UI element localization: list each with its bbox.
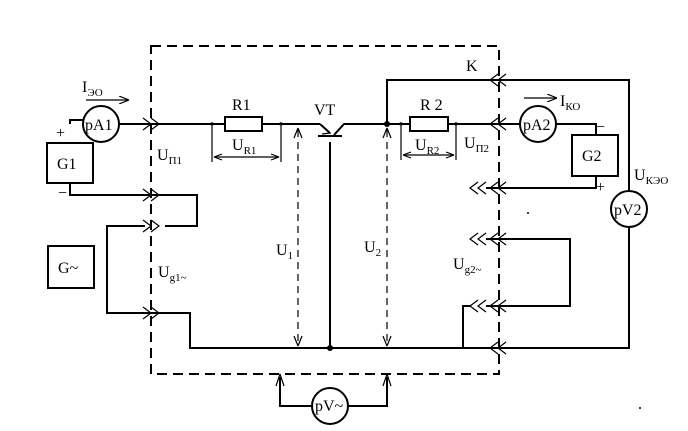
device-enclosure (150, 45, 500, 375)
right-connectors (469, 73, 507, 355)
ammeter-pa2 (519, 105, 557, 143)
r2-label: R 2 (420, 97, 443, 114)
right-wiring (462, 79, 630, 349)
voltmeter-pv-ac (311, 387, 349, 425)
transistor-vt (318, 123, 387, 137)
resistor-r1 (224, 116, 263, 132)
k-label: K (466, 58, 478, 75)
ammeter-pa1 (82, 105, 120, 143)
r1-label: R1 (232, 97, 251, 114)
u-g1-label: Ug1~ (158, 264, 187, 284)
u-r1-dim (211, 126, 282, 162)
i-k0-label: IКО (560, 93, 580, 113)
u-p1-label: UП1 (157, 147, 182, 167)
u-r1-label: UR1 (232, 137, 256, 157)
left-wiring (69, 119, 500, 349)
pv2-label: pV2 (614, 202, 642, 219)
u-p2-label: UП2 (464, 135, 489, 155)
resistor-r2 (409, 116, 449, 132)
u-g2-label: Ug2~ (453, 256, 482, 276)
g2-label: G2 (582, 148, 602, 165)
g1-plus: + (56, 125, 65, 142)
pv-ac-label: pV~ (315, 398, 344, 415)
voltmeter-pv2 (610, 190, 648, 228)
left-connectors (142, 117, 160, 320)
u1-label: U1 (276, 242, 293, 262)
g2-minus: − (596, 119, 605, 136)
u-r2-dim (400, 126, 457, 160)
source-g-ac (47, 245, 95, 289)
pa2-label: pA2 (523, 117, 551, 134)
g1-label: G1 (57, 156, 77, 173)
source-g2 (571, 134, 619, 177)
u2-label: U2 (364, 239, 381, 259)
source-g1 (46, 142, 94, 184)
i-e0-label: IЭО (82, 79, 103, 99)
g2-plus: + (596, 179, 605, 196)
u-ke0-label: UКЭО (634, 167, 668, 187)
g-ac-label: G~ (58, 260, 79, 277)
u-r2-label: UR2 (415, 137, 439, 157)
pa1-label: pA1 (85, 117, 113, 134)
pv-ac-wiring (279, 377, 388, 407)
vt-label: VT (314, 102, 336, 119)
g1-minus: − (58, 185, 67, 202)
